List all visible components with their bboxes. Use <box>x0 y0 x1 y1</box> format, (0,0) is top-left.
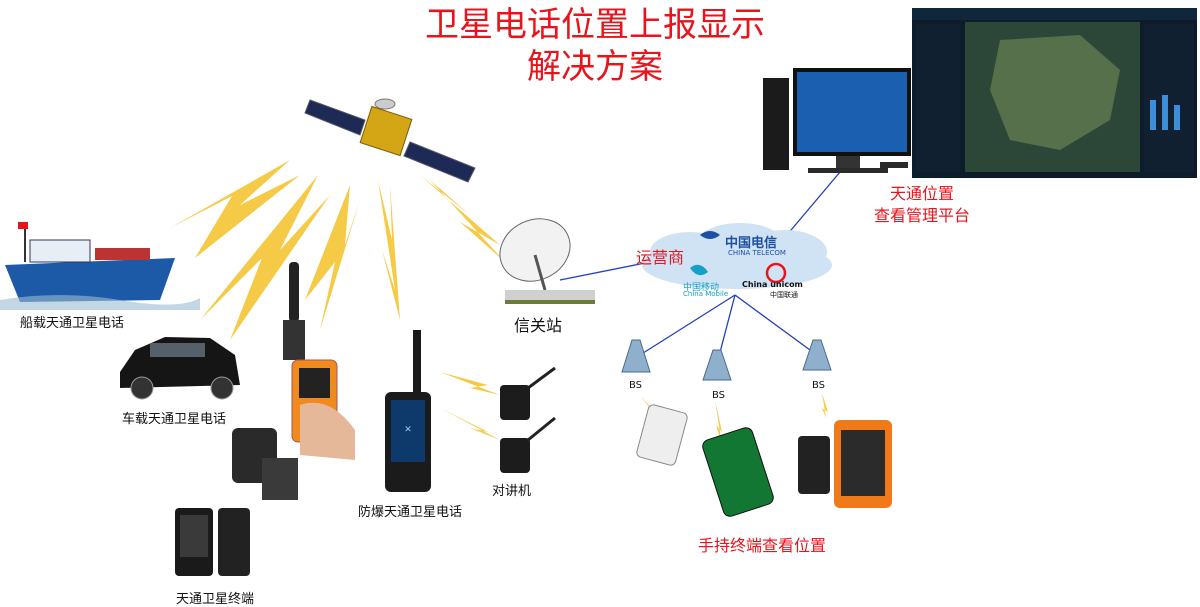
vehicle-terminal-image <box>232 428 298 500</box>
telecom-name-en: CHINA TELECOM <box>728 249 786 257</box>
label-ship: 船载天通卫星电话 <box>20 316 125 331</box>
bs-label-3: BS <box>812 380 826 391</box>
mobile-name-cn: 中国移动 <box>683 283 720 293</box>
lightning-bolts <box>170 160 828 445</box>
bs-label-2: BS <box>712 390 726 401</box>
walkie-talkie-images <box>500 366 556 473</box>
telecom-name-cn: 中国电信 <box>725 236 778 251</box>
handheld-phone-images <box>636 404 892 517</box>
label-platform-line2: 查看管理平台 <box>874 206 971 225</box>
diagram-title-line1: 卫星电话位置上报显示 <box>425 5 765 45</box>
orange-satphone-image <box>283 262 355 460</box>
unicom-name-cn: 中国联通 <box>770 291 798 299</box>
diagram-title-line2: 解决方案 <box>527 47 663 87</box>
label-platform-line1: 天通位置 <box>890 184 955 203</box>
label-walkie-talkie: 对讲机 <box>492 484 532 499</box>
base-station-towers <box>621 339 832 381</box>
label-car: 车载天通卫星电话 <box>122 412 227 427</box>
platform-dashboard-image <box>912 8 1197 178</box>
svg-text:✕: ✕ <box>404 425 412 435</box>
china-telecom-logo <box>700 231 720 239</box>
label-explosion-proof: 防爆天通卫星电话 <box>358 505 463 520</box>
label-terminal: 天通卫星终端 <box>176 592 255 607</box>
bs-label-1: BS <box>629 380 643 391</box>
gateway-dish-image <box>499 218 595 304</box>
label-gateway: 信关站 <box>514 316 563 335</box>
ship-image <box>0 222 200 310</box>
label-handheld: 手持终端查看位置 <box>698 536 827 555</box>
mobile-name-en: China Mobile <box>683 290 729 298</box>
china-unicom-logo <box>765 262 787 284</box>
satellite <box>304 98 476 183</box>
workstation-image <box>763 68 911 173</box>
explosion-proof-phone-image: ✕ <box>385 330 431 492</box>
unicom-name-en: China unicom <box>742 280 803 289</box>
label-operator: 运营商 <box>636 248 685 267</box>
car-image <box>120 337 240 400</box>
satellite-terminal-image <box>175 508 250 576</box>
china-mobile-logo <box>690 264 708 276</box>
